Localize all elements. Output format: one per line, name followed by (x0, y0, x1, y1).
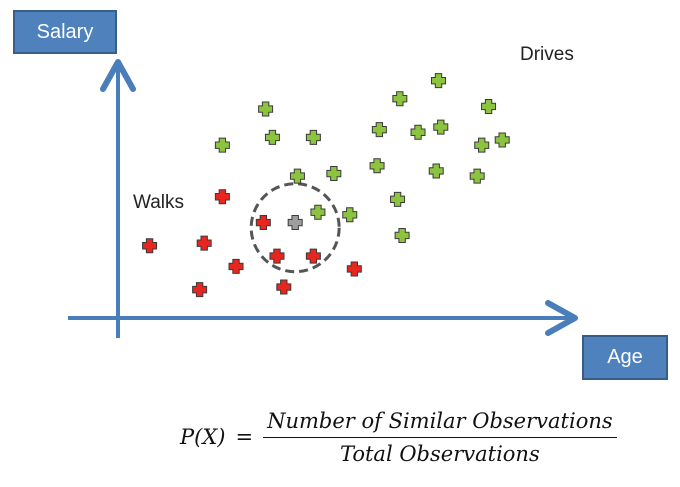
drives-point-3 (305, 129, 321, 145)
drives-point-19 (474, 137, 490, 153)
drives-point-1 (214, 137, 230, 153)
formula-denominator: Total Observations (339, 441, 540, 466)
drives-point-13 (410, 124, 426, 140)
walks-point-3 (192, 282, 208, 298)
drives-point-17 (469, 168, 485, 184)
x-axis-label: Age (582, 335, 668, 380)
formula-equals: = (235, 425, 254, 449)
formula-numerator: Number of Similar Observations (267, 408, 613, 433)
drives-point-9 (392, 91, 408, 107)
drives-point-7 (342, 207, 358, 223)
walks-point-2 (214, 189, 230, 205)
walks-point-5 (255, 215, 271, 231)
drives-point-18 (481, 98, 497, 114)
walks-point-9 (346, 261, 362, 277)
drives-point-15 (431, 73, 446, 89)
drives-point-11 (390, 191, 406, 207)
drives-point-4 (289, 168, 305, 184)
fraction-bar (263, 436, 617, 438)
walks-point-7 (276, 279, 292, 295)
drives-point-12 (394, 227, 410, 243)
drives-point-20 (494, 132, 510, 148)
drives-point-0 (258, 101, 274, 117)
drives-point-2 (264, 129, 280, 145)
y-axis-label: Salary (13, 10, 117, 54)
walks-point-0 (142, 238, 158, 254)
data-points-layer (142, 73, 510, 298)
formula-lhs: P(X) (180, 425, 226, 449)
drives-point-10 (369, 158, 385, 174)
formula-fraction: Number of Similar Observations Total Obs… (263, 409, 617, 466)
drives-point-8 (371, 122, 387, 138)
walks-class-label: Walks (133, 192, 185, 213)
walks-point-6 (269, 248, 285, 264)
walks-point-1 (196, 235, 212, 251)
walks-point-4 (228, 258, 244, 274)
drives-point-14 (433, 119, 449, 135)
drives-class-label: Drives (520, 44, 574, 65)
probability-formula: P(X) = Number of Similar Observations To… (180, 402, 617, 472)
drives-point-16 (428, 163, 444, 179)
drives-point-6 (310, 204, 326, 220)
walks-point-8 (305, 248, 321, 264)
drives-point-5 (326, 166, 342, 182)
new-point-point-0 (287, 215, 303, 231)
